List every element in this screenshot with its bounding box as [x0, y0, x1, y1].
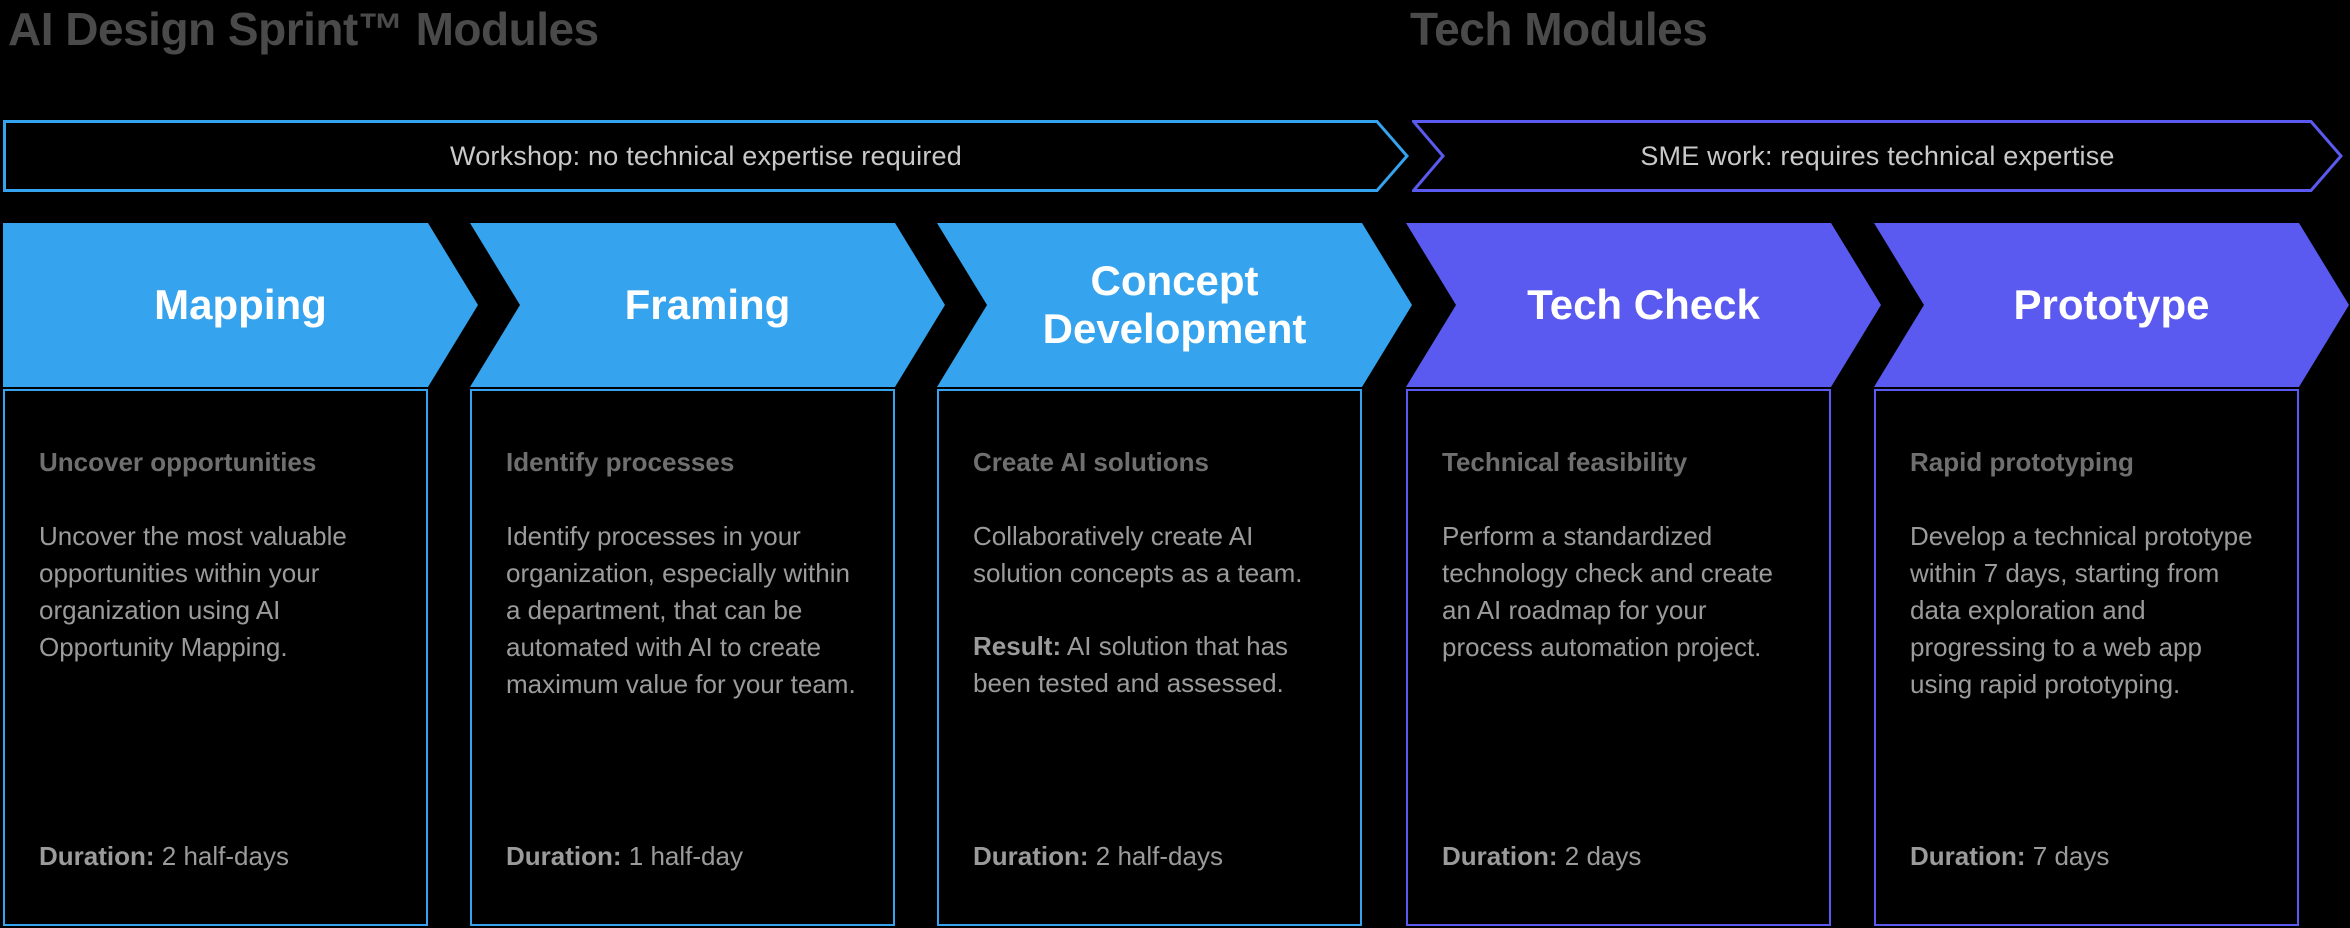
module-card-tech-check-body: Perform a standardized technology check …	[1442, 521, 1773, 662]
heading-ai-design-sprint-modules: AI Design Sprint™ Modules	[8, 3, 599, 55]
duration-value: 2 days	[1564, 841, 1642, 871]
banner-sme: SME work: requires technical expertise	[1412, 120, 2343, 192]
duration-value: 2 half-days	[1095, 841, 1223, 871]
module-card-concept-development-subtitle: Create AI solutions	[973, 447, 1209, 477]
module-card-framing-duration: Duration: 1 half-day	[506, 841, 859, 872]
duration-label: Duration:	[506, 841, 622, 871]
module-card-concept-development-body: Collaboratively create AI solution conce…	[973, 521, 1303, 588]
module-card-prototype-duration: Duration: 7 days	[1910, 841, 2263, 872]
module-card-mapping-subtitle: Uncover opportunities	[39, 447, 317, 477]
module-header-tech-check: Tech Check	[1406, 223, 1881, 387]
module-header-tech-check-label: Tech Check	[1527, 280, 1760, 328]
module-card-tech-check-duration: Duration: 2 days	[1442, 841, 1795, 872]
duration-value: 1 half-day	[628, 841, 743, 871]
module-header-framing-label: Framing	[624, 280, 791, 328]
module-header-mapping: Mapping	[3, 223, 478, 387]
result-label: Result:	[973, 630, 1062, 661]
module-header-concept-development-label: Concept Development	[1042, 256, 1307, 352]
module-card-tech-check: Technical feasibility Perform a standard…	[1406, 389, 1831, 926]
module-card-concept-development: Create AI solutions Collaboratively crea…	[937, 389, 1362, 926]
banner-sme-label: SME work: requires technical expertise	[1640, 140, 2115, 171]
result-value: AI solution that has been tested and ass…	[973, 630, 1289, 698]
module-card-framing-subtitle: Identify processes	[506, 447, 735, 477]
module-card-prototype-subtitle: Rapid prototyping	[1910, 447, 2134, 477]
duration-label: Duration:	[973, 841, 1089, 871]
module-card-concept-development-duration: Duration: 2 half-days	[973, 841, 1326, 872]
module-header-prototype-label: Prototype	[2013, 280, 2210, 328]
module-card-prototype-body: Develop a technical prototype within 7 d…	[1910, 521, 2253, 699]
module-header-concept-development: Concept Development	[937, 223, 1412, 387]
module-card-framing: Identify processes Identify processes in…	[470, 389, 895, 926]
module-card-framing-body: Identify processes in your organization,…	[506, 521, 856, 699]
heading-tech-modules: Tech Modules	[1410, 3, 1708, 55]
banner-workshop-label: Workshop: no technical expertise require…	[450, 140, 962, 171]
module-header-prototype: Prototype	[1874, 223, 2349, 387]
duration-value: 7 days	[2032, 841, 2110, 871]
module-card-prototype: Rapid prototyping Develop a technical pr…	[1874, 389, 2299, 926]
module-card-mapping: Uncover opportunities Uncover the most v…	[3, 389, 428, 926]
duration-label: Duration:	[1442, 841, 1558, 871]
duration-label: Duration:	[39, 841, 155, 871]
banner-workshop: Workshop: no technical expertise require…	[3, 120, 1409, 192]
banner-sme-arrow-shape	[1412, 120, 2343, 192]
module-card-mapping-body: Uncover the most valuable opportunities …	[39, 521, 347, 662]
module-card-concept-development-result: Result: AI solution that has been tested…	[973, 628, 1326, 702]
banner-sme-outline	[1412, 120, 2343, 192]
module-header-mapping-label: Mapping	[154, 280, 327, 328]
banner-workshop-arrow-shape	[3, 120, 1409, 192]
duration-label: Duration:	[1910, 841, 2026, 871]
banner-workshop-outline	[3, 120, 1409, 192]
module-card-tech-check-subtitle: Technical feasibility	[1442, 447, 1688, 477]
duration-value: 2 half-days	[161, 841, 289, 871]
module-header-framing: Framing	[470, 223, 945, 387]
module-card-mapping-duration: Duration: 2 half-days	[39, 841, 392, 872]
